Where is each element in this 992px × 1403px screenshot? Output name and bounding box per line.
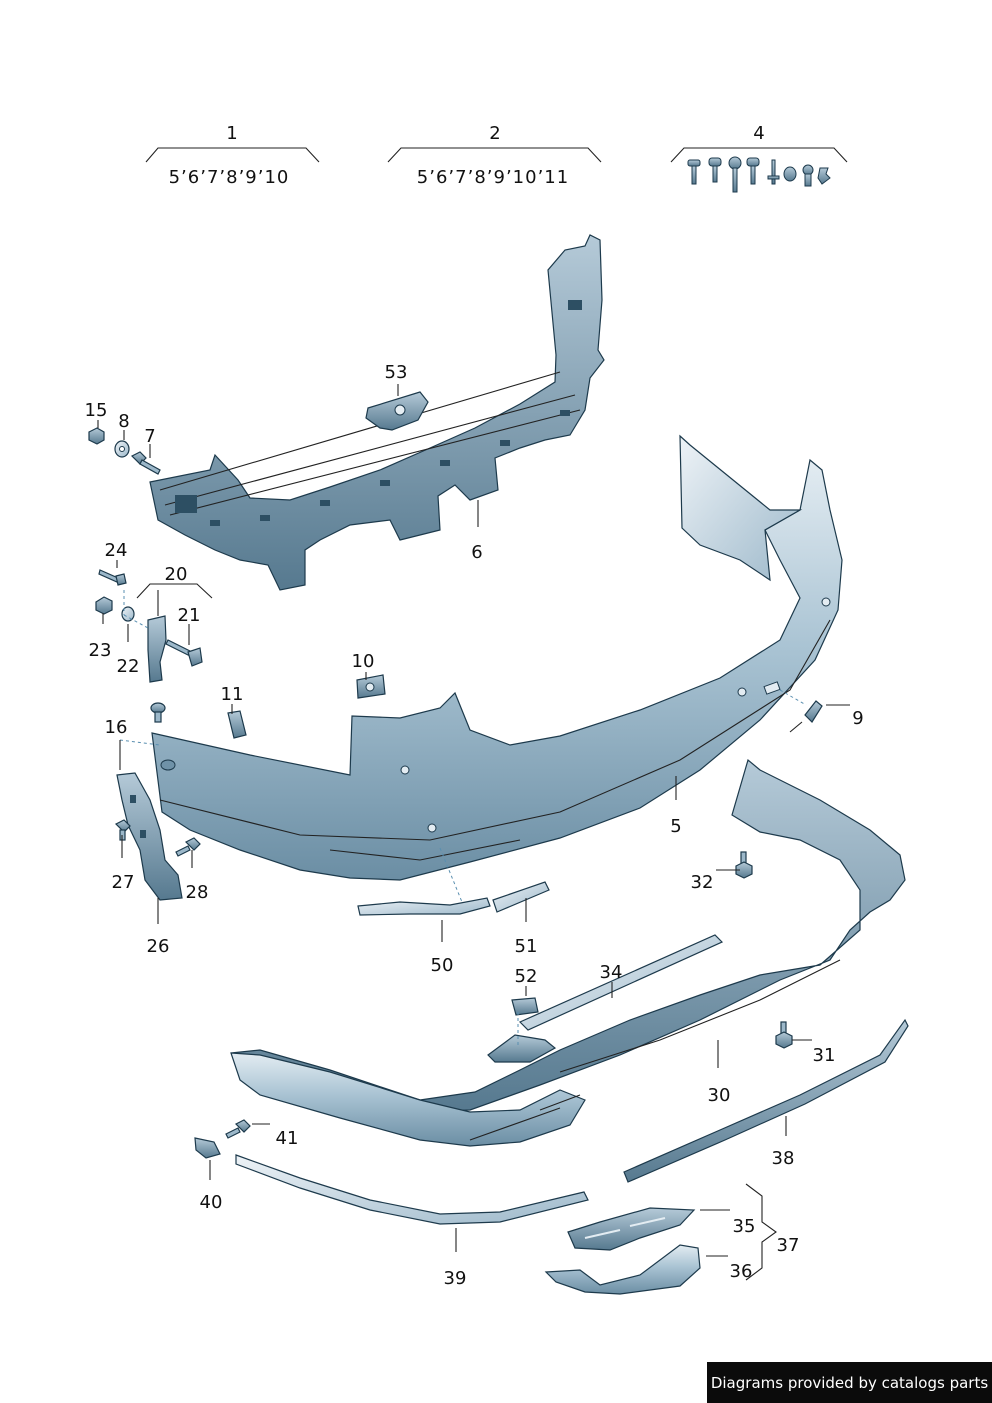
fastener-set-icon — [687, 156, 831, 193]
screw-part-32 — [735, 851, 753, 879]
label-38: 38 — [772, 1148, 795, 1169]
group-2-number: 2 — [489, 123, 500, 144]
bolt-part-21 — [165, 639, 203, 667]
label-51: 51 — [515, 936, 538, 957]
clip-part-10 — [356, 674, 386, 699]
label-32: 32 — [691, 872, 714, 893]
clip-part-40 — [194, 1137, 221, 1159]
sensor-module-part-53 — [365, 391, 429, 431]
label-36: 36 — [730, 1261, 753, 1282]
label-23: 23 — [89, 640, 112, 661]
label-26: 26 — [147, 936, 170, 957]
label-10: 10 — [352, 651, 375, 672]
label-6: 6 — [471, 542, 482, 563]
group-2: 2 5’6’7’8’9’10’11 — [387, 123, 602, 188]
screw-part-41 — [225, 1119, 251, 1139]
bolt-part-7 — [130, 451, 161, 475]
label-39: 39 — [444, 1268, 467, 1289]
screw-part-31 — [775, 1021, 793, 1049]
label-20: 20 — [165, 564, 188, 585]
label-35: 35 — [733, 1216, 756, 1237]
group-2-parts: 5’6’7’8’9’10’11 — [417, 167, 569, 188]
trim-strip-part-50 — [357, 897, 491, 916]
group-4-number: 4 — [753, 123, 764, 144]
label-9: 9 — [852, 708, 863, 729]
bumper-carrier-part-6 — [149, 234, 605, 591]
reinforcement-strip-part-34 — [518, 934, 724, 1031]
label-22: 22 — [117, 656, 140, 677]
washer-part-22 — [121, 606, 135, 622]
cap-part-9 — [789, 700, 823, 733]
stud-part-16 — [150, 702, 166, 723]
trim-strip-part-51 — [492, 881, 550, 913]
footer-credit: Diagrams provided by catalogs parts — [707, 1362, 992, 1403]
group-1-number: 1 — [226, 123, 237, 144]
label-30: 30 — [708, 1085, 731, 1106]
bolt-part-28 — [175, 837, 201, 857]
diffuser-part-30 — [230, 758, 906, 1147]
screw-part-24 — [98, 569, 127, 586]
label-34: 34 — [600, 962, 623, 983]
label-27: 27 — [112, 872, 135, 893]
nut-part-23 — [95, 596, 113, 615]
group-1-parts: 5’6’7’8’9’10 — [169, 167, 290, 188]
label-31: 31 — [813, 1045, 836, 1066]
bracket-part-52 — [487, 997, 557, 1063]
label-53: 53 — [385, 362, 408, 383]
label-5: 5 — [670, 816, 681, 837]
clip-part-11 — [227, 710, 247, 739]
leader-lines — [97, 384, 850, 1281]
group-1: 1 5’6’7’8’9’10 — [145, 123, 320, 188]
washer-part-8 — [114, 440, 130, 458]
label-52: 52 — [515, 966, 538, 987]
group-4: 4 — [670, 123, 848, 193]
trim-strip-part-39 — [235, 1154, 589, 1225]
label-7: 7 — [144, 426, 155, 447]
label-41: 41 — [276, 1128, 299, 1149]
label-16: 16 — [105, 717, 128, 738]
label-50: 50 — [431, 955, 454, 976]
label-37: 37 — [777, 1235, 800, 1256]
nut-part-15 — [88, 427, 105, 445]
label-28: 28 — [186, 882, 209, 903]
bracket-part-20 — [147, 615, 167, 683]
label-8: 8 — [118, 411, 129, 432]
trim-strip-part-38 — [623, 1018, 909, 1183]
part-labels: 15 8 7 53 6 24 20 21 23 22 10 11 9 16 5 … — [85, 362, 864, 1289]
label-15: 15 — [85, 400, 108, 421]
tailpipe-trim-part-35 — [567, 1207, 696, 1251]
label-24: 24 — [105, 540, 128, 561]
tailpipe-trim-part-36 — [544, 1244, 701, 1295]
label-11: 11 — [221, 684, 244, 705]
bumper-cover-part-5 — [151, 434, 843, 881]
label-21: 21 — [178, 605, 201, 626]
label-40: 40 — [200, 1192, 223, 1213]
